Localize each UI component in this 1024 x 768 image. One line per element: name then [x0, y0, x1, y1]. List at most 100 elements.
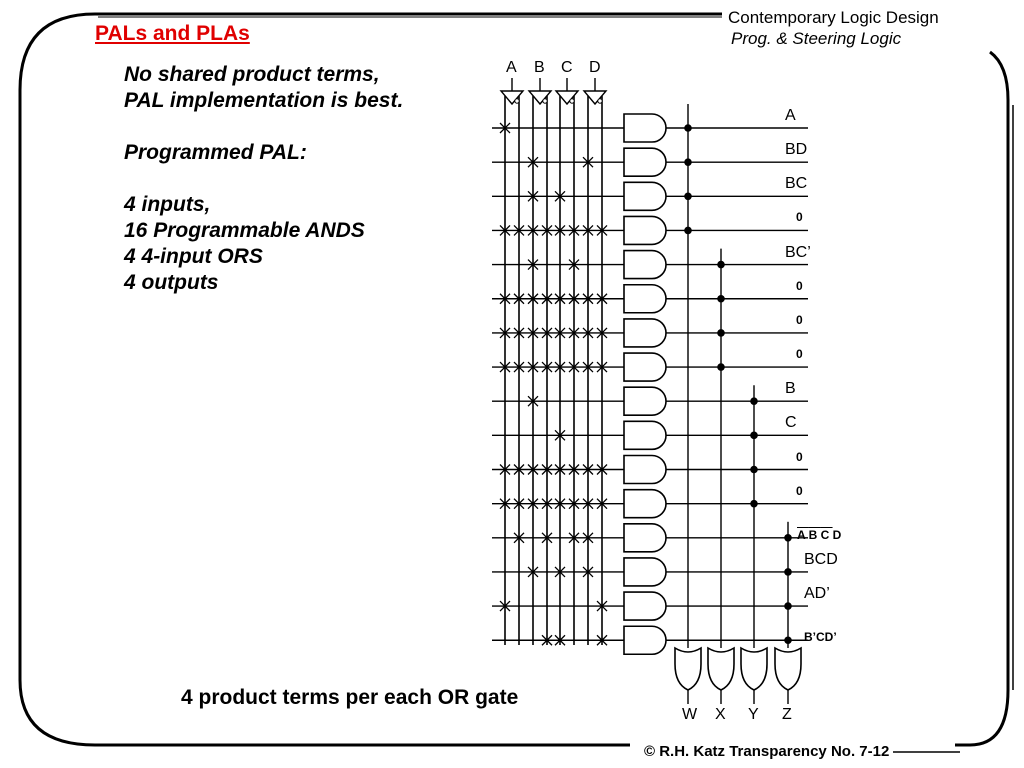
fuse-cross-icon — [513, 464, 525, 475]
body-line — [124, 166, 403, 192]
fuse-cross-icon — [499, 361, 511, 373]
output-label: Y — [748, 706, 759, 723]
and-gate-icon — [623, 386, 667, 416]
body-line: 4 outputs — [124, 271, 219, 294]
fuse-cross-icon — [527, 327, 539, 339]
fuse-cross-icon — [596, 600, 608, 612]
fuse-cross-icon — [527, 259, 539, 271]
fuse-cross-icon — [582, 566, 594, 578]
or-gate-icon — [674, 646, 702, 691]
or-gate-icon — [774, 646, 802, 691]
and-gate-icon — [623, 420, 667, 451]
fuse-cross-icon — [513, 361, 525, 373]
output-label: Z — [782, 706, 792, 723]
product-term-label: 0 — [796, 210, 803, 225]
product-term-label: BC — [785, 175, 808, 193]
body-line: 4 inputs, — [124, 193, 211, 216]
fuse-cross-icon — [568, 361, 580, 373]
inverter-bubble-icon — [514, 98, 520, 104]
diagram-caption: 4 product terms per each OR gate — [181, 686, 519, 709]
fuse-cross-icon — [499, 600, 511, 612]
and-gate-icon — [623, 488, 667, 519]
and-gate-icon — [623, 454, 667, 485]
fuse-cross-icon — [554, 464, 566, 475]
fuse-cross-icon — [554, 224, 566, 236]
fuse-cross-icon — [527, 498, 539, 510]
fuse-cross-icon — [596, 361, 608, 373]
fuse-cross-icon — [527, 224, 539, 236]
product-term-label: BC’ — [785, 243, 811, 261]
input-label: B — [534, 59, 545, 76]
or-gate-icon — [740, 646, 768, 691]
fuse-cross-icon — [568, 224, 580, 236]
and-gate-icon — [623, 283, 667, 314]
body-line: 4 4-input ORS — [124, 245, 263, 268]
fuse-cross-icon — [554, 498, 566, 510]
fuse-cross-icon — [582, 498, 594, 510]
fuse-cross-icon — [527, 361, 539, 373]
product-term-label: 0 — [796, 347, 803, 362]
fuse-cross-icon — [541, 498, 553, 510]
body-line: 16 Programmable ANDS — [124, 219, 365, 242]
product-term-label: 0 — [796, 449, 803, 464]
fuse-cross-icon — [527, 464, 539, 475]
fuse-cross-icon — [596, 464, 608, 475]
fuse-cross-icon — [568, 532, 580, 544]
product-term-label: B — [785, 380, 796, 398]
fuse-cross-icon — [541, 224, 553, 236]
fuse-cross-icon — [596, 293, 608, 305]
fuse-cross-icon — [541, 634, 553, 646]
fuse-cross-icon — [554, 293, 566, 305]
and-gate-icon — [623, 523, 667, 553]
product-term-label: BCD — [804, 550, 838, 568]
fuse-cross-icon — [582, 361, 594, 373]
fuse-cross-icon — [596, 224, 608, 236]
fuse-cross-icon — [582, 224, 594, 236]
and-gate-icon — [623, 147, 667, 177]
fuse-cross-icon — [499, 224, 511, 236]
fuse-cross-icon — [568, 498, 580, 510]
fuse-cross-icon — [527, 395, 539, 407]
body-line: No shared product terms, — [124, 63, 380, 86]
product-term-label: 0 — [796, 278, 803, 293]
input-label: D — [589, 59, 601, 76]
fuse-cross-icon — [513, 293, 525, 305]
and-gate-icon — [623, 113, 667, 143]
and-gate-icon — [623, 352, 667, 382]
fuse-cross-icon — [527, 156, 539, 168]
fuse-cross-icon — [513, 498, 525, 510]
fuse-cross-icon — [582, 464, 594, 475]
topic-title: Prog. & Steering Logic — [731, 29, 902, 48]
product-term-label: 0 — [796, 483, 803, 498]
footer-text: © R.H. Katz Transparency No. 7-12 — [640, 743, 894, 760]
fuse-cross-icon — [499, 464, 511, 475]
body-line: Programmed PAL: — [124, 141, 307, 164]
fuse-cross-icon — [513, 532, 525, 544]
slide-title: PALs and PLAs — [95, 22, 250, 45]
fuse-cross-icon — [541, 532, 553, 544]
fuse-cross-icon — [541, 361, 553, 373]
fuse-cross-icon — [582, 293, 594, 305]
output-label: W — [682, 706, 698, 723]
fuse-cross-icon — [554, 327, 566, 339]
product-term-label: 0 — [796, 312, 803, 327]
fuse-cross-icon — [582, 327, 594, 339]
fuse-cross-icon — [541, 464, 553, 475]
fuse-cross-icon — [568, 464, 580, 475]
product-term-label: C — [785, 414, 797, 432]
input-label: A — [506, 59, 517, 76]
and-gate-icon — [623, 557, 667, 587]
or-gate-icon — [707, 646, 735, 691]
fuse-cross-icon — [568, 327, 580, 339]
and-gate-icon — [623, 249, 667, 280]
inverter-bubble-icon — [542, 98, 548, 104]
fuse-cross-icon — [513, 327, 525, 339]
output-label: X — [715, 706, 726, 723]
product-term-label: AD’ — [804, 585, 830, 603]
fuse-cross-icon — [568, 259, 580, 271]
and-gate-icon — [623, 591, 667, 621]
fuse-cross-icon — [499, 293, 511, 305]
product-term-label: BD — [785, 141, 808, 159]
fuse-cross-icon — [582, 156, 594, 168]
